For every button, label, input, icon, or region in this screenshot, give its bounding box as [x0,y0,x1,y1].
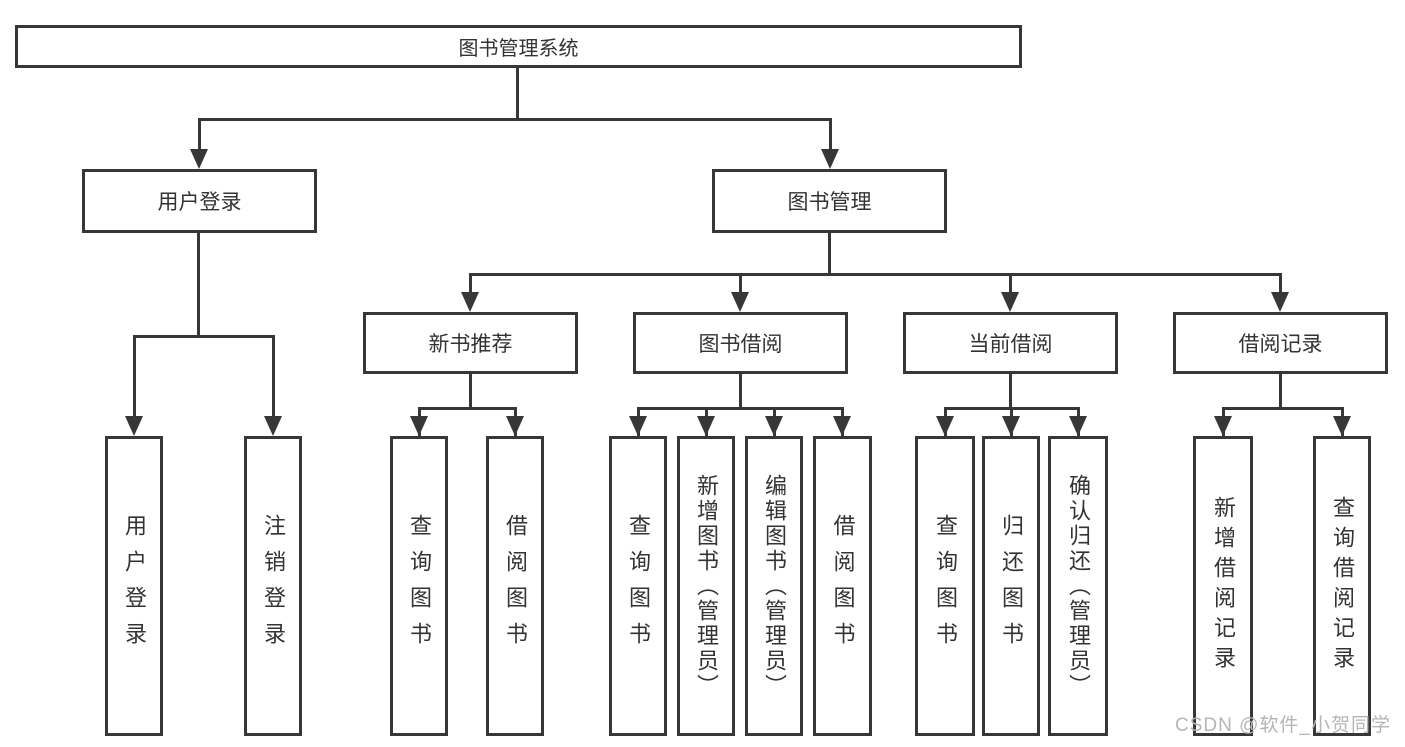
arrow-down-icon [1002,416,1020,436]
connector-line [1222,407,1343,410]
arrow-down-icon [936,416,954,436]
node-label: 当前借阅 [968,333,1053,356]
connector-line [469,273,1282,276]
connector-line [469,273,472,295]
leaf-query-borrow-record: 查询借阅记录 [1313,436,1371,736]
node-label: 用户登录 [157,191,242,214]
connector-line [198,118,201,152]
leaf-label: 归还图书 [999,514,1024,658]
arrow-down-icon [125,416,143,436]
connector-line [197,233,200,337]
node-label: 图书管理 [787,191,872,214]
arrow-down-icon [264,416,282,436]
leaf-query-books-2: 查询图书 [609,436,667,736]
leaf-borrow-books-1: 借阅图书 [486,436,544,736]
connector-line [418,407,517,410]
node-library-management-system: 图书管理系统 [15,25,1022,68]
connector-line [516,68,519,121]
arrow-down-icon [765,416,783,436]
leaf-logout: 注销登录 [244,436,302,736]
leaf-borrow-books-2: 借阅图书 [813,436,872,736]
connector-line [828,233,831,275]
arrow-down-icon [629,416,647,436]
arrow-down-icon [821,149,839,169]
leaf-label: 用户登录 [122,514,147,658]
leaf-user-login: 用户登录 [105,436,163,736]
node-label: 图书管理系统 [458,38,579,60]
leaf-query-books-3: 查询图书 [915,436,975,736]
leaf-add-borrow-record: 新增借阅记录 [1193,436,1253,736]
arrow-down-icon [731,292,749,312]
connector-line [829,118,832,152]
connector-line [133,335,275,338]
arrow-down-icon [1214,416,1232,436]
connector-line [1279,374,1282,409]
arrow-down-icon [1271,292,1289,312]
arrow-down-icon [506,416,524,436]
leaf-label: 查询图书 [933,514,958,658]
leaf-add-book-admin: 新增图书（管理员） [677,436,735,736]
node-user-login: 用户登录 [82,169,317,233]
node-label: 图书借阅 [698,333,783,356]
node-new-book-recommend: 新书推荐 [363,312,578,374]
node-current-borrow: 当前借阅 [903,312,1118,374]
arrow-down-icon [833,416,851,436]
leaf-return-books: 归还图书 [982,436,1040,736]
leaf-edit-book-admin: 编辑图书（管理员） [745,436,803,736]
arrow-down-icon [1069,416,1087,436]
leaf-label: 确认归还（管理员） [1066,473,1091,699]
leaf-label: 查询借阅记录 [1330,496,1355,676]
connector-line [198,118,832,121]
connector-line [133,335,136,418]
connector-line [637,407,843,410]
connector-line [1009,273,1012,295]
leaf-label: 新增借阅记录 [1211,496,1236,676]
leaf-query-books-1: 查询图书 [390,436,448,736]
leaf-label: 查询图书 [407,514,432,658]
connector-line [739,374,742,409]
node-label: 新书推荐 [428,333,513,356]
node-borrow-records: 借阅记录 [1173,312,1388,374]
leaf-label: 查询图书 [626,514,651,658]
node-book-management: 图书管理 [712,169,947,233]
connector-line [1009,374,1012,409]
leaf-confirm-return-admin: 确认归还（管理员） [1048,436,1108,736]
connector-line [1279,273,1282,295]
arrow-down-icon [697,416,715,436]
arrow-down-icon [1001,292,1019,312]
arrow-down-icon [410,416,428,436]
leaf-label: 编辑图书（管理员） [762,473,787,699]
node-label: 借阅记录 [1238,333,1323,356]
arrow-down-icon [461,292,479,312]
csdn-watermark: CSDN @软件_小贺同学 [1175,715,1391,736]
leaf-label: 借阅图书 [503,514,528,658]
leaf-label: 注销登录 [261,514,286,658]
arrow-down-icon [190,149,208,169]
connector-line [739,273,742,295]
connector-line [272,335,275,418]
arrow-down-icon [1333,416,1351,436]
leaf-label: 新增图书（管理员） [694,473,719,699]
connector-line [469,374,472,409]
leaf-label: 借阅图书 [830,514,856,658]
node-book-borrow: 图书借阅 [633,312,848,374]
